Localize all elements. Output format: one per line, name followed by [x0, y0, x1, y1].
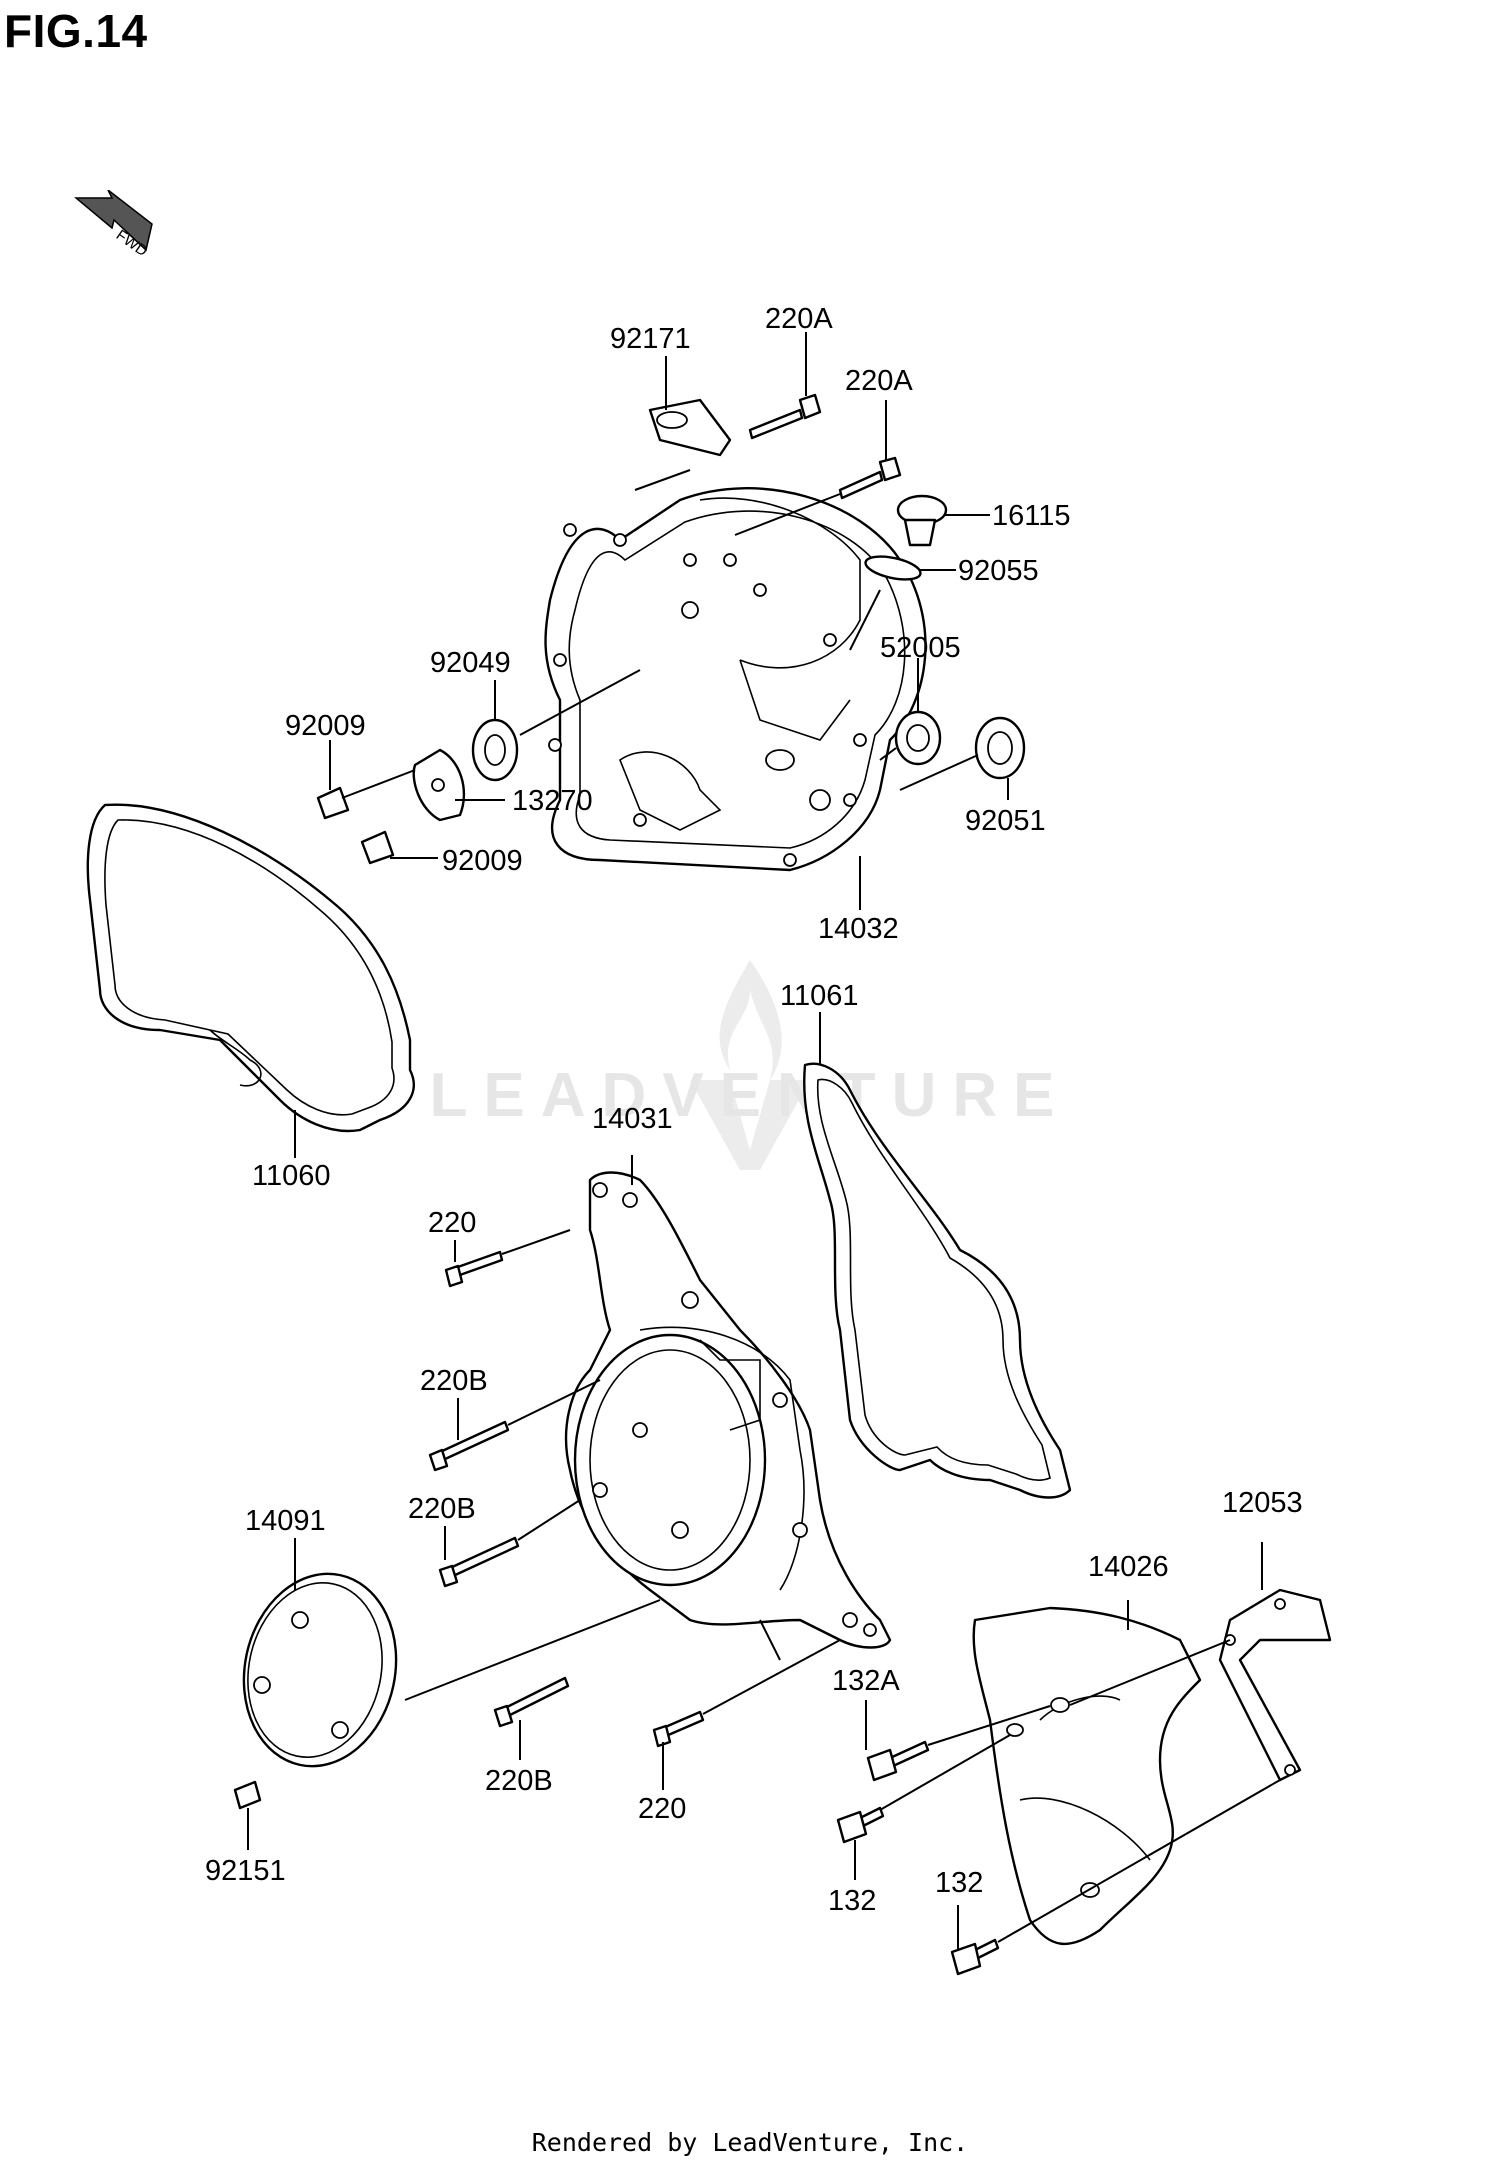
- bracket-12053: [1218, 1588, 1332, 1782]
- part-labels: 92171 220A 220A 16115 92055 92049 52005 …: [205, 303, 1303, 1917]
- label-13270: 13270: [512, 785, 593, 817]
- o-ring-92055: [864, 555, 922, 581]
- label-14031: 14031: [592, 1103, 673, 1135]
- bolt-220A-1: [748, 393, 822, 440]
- sprocket-cover-14026: [972, 1606, 1202, 1945]
- label-14032: 14032: [818, 913, 899, 945]
- bolt-220-1: [444, 1250, 504, 1288]
- label-92009-2: 92009: [442, 845, 523, 877]
- label-132A: 132A: [832, 1665, 900, 1697]
- label-220B-3: 220B: [485, 1765, 553, 1797]
- fwd-arrow-icon: FWD: [73, 189, 154, 265]
- seal-92049: [471, 718, 519, 782]
- footer-credit: Rendered by LeadVenture, Inc.: [531, 2128, 969, 2157]
- seal-92051: [974, 716, 1026, 780]
- bolt-92009-2: [360, 830, 395, 865]
- label-11060: 11060: [252, 1160, 331, 1192]
- label-11061: 11061: [780, 980, 859, 1012]
- bolt-220B-1: [428, 1420, 510, 1472]
- label-220-2: 220: [638, 1793, 686, 1825]
- label-220A-2: 220A: [845, 365, 913, 397]
- guide-92171: [648, 398, 732, 457]
- bolt-220B-2: [438, 1536, 520, 1588]
- bolt-220A-2: [838, 456, 902, 500]
- bolt-220-2: [652, 1710, 705, 1748]
- label-16115: 16115: [992, 500, 1071, 532]
- label-92049: 92049: [430, 647, 511, 679]
- label-14091: 14091: [245, 1505, 326, 1537]
- gasket-11060: [86, 803, 415, 1133]
- label-92055: 92055: [958, 555, 1039, 587]
- bearing-52005: [894, 710, 942, 766]
- figure-title: FIG.14: [4, 5, 148, 57]
- gasket-11061: [803, 1062, 1072, 1499]
- watermark-text: LEADVENTURE: [429, 1061, 1071, 1130]
- plate-13270: [412, 748, 466, 822]
- label-92009-1: 92009: [285, 710, 366, 742]
- label-220-1: 220: [428, 1207, 476, 1239]
- label-92171: 92171: [610, 323, 691, 355]
- label-52005: 52005: [880, 632, 961, 664]
- bolt-132-1: [836, 1806, 885, 1844]
- label-12053: 12053: [1222, 1487, 1303, 1519]
- bolt-220B-3: [493, 1676, 570, 1728]
- clutch-cover-14032: [544, 487, 927, 872]
- label-92051: 92051: [965, 805, 1046, 837]
- label-220B-1: 220B: [420, 1365, 488, 1397]
- bolt-132A: [866, 1740, 930, 1782]
- bolt-92151: [233, 1780, 262, 1810]
- bolt-132-2: [950, 1938, 1000, 1976]
- plug-16115: [896, 494, 948, 547]
- label-92151: 92151: [205, 1855, 286, 1887]
- magneto-cover-14031: [564, 1171, 892, 1649]
- label-220A-1: 220A: [765, 303, 833, 335]
- label-14026: 14026: [1088, 1551, 1169, 1583]
- label-132-2: 132: [935, 1867, 983, 1899]
- label-132-1: 132: [828, 1885, 876, 1917]
- bolt-92009-1: [316, 786, 350, 820]
- label-220B-2: 220B: [408, 1493, 476, 1525]
- leadventure-logo-icon: [690, 950, 810, 1175]
- cover-14091: [242, 1572, 398, 1768]
- leader-lines: [247, 332, 1281, 1950]
